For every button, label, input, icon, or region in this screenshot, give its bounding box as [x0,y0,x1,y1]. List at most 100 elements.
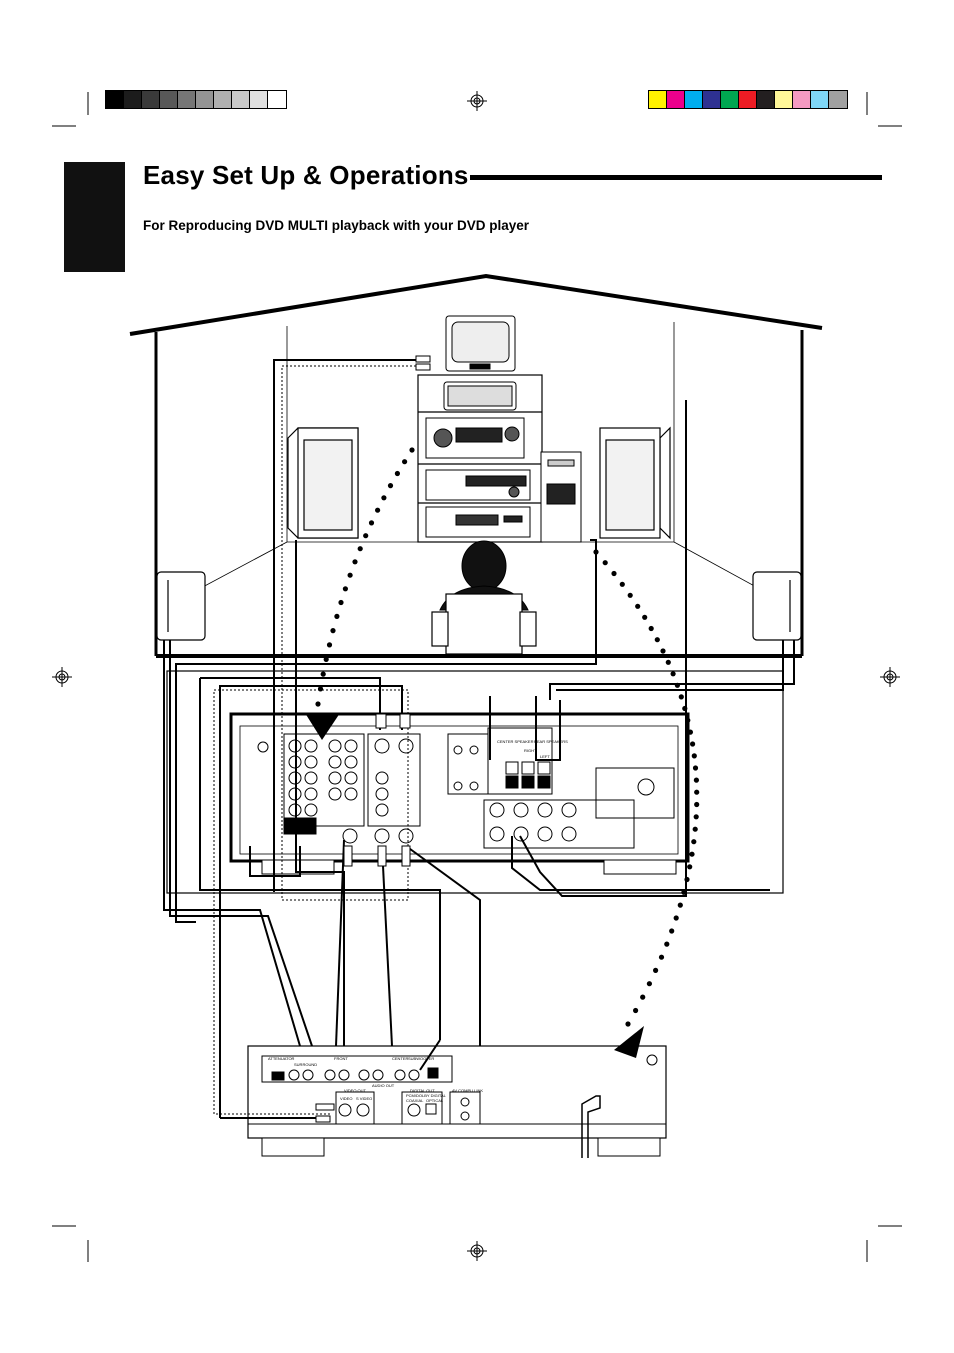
calibration-swatch [775,91,793,108]
trail-dot [691,753,697,759]
cassette-deck-front [425,469,531,501]
color-calibration-bar [648,90,848,109]
trail-dot [627,592,633,598]
trail-dot [685,717,691,723]
title-rule [470,175,882,180]
trail-dot [681,889,687,895]
calibration-swatch [721,91,739,108]
trail-dot [674,682,681,688]
calibration-swatch [142,91,160,108]
trail-dot [654,637,660,643]
trail-dot [690,741,696,747]
section-tab [64,162,125,272]
attenuator-label: ATTENUATOR [268,1056,295,1061]
trail-dot [633,1007,639,1014]
trail-dot [363,533,369,539]
calibration-swatch [268,91,286,108]
dvd-jacks [288,1069,470,1121]
subwoofer-label: SUBWOOFER [408,1056,434,1061]
trail-dot [689,851,695,857]
trail-dot [677,902,683,908]
trail-dot [347,572,353,578]
trail-dot [669,928,675,934]
trail-dot [640,994,646,1000]
trail-dot [381,495,387,501]
s-video-label: S VIDEO [356,1096,372,1101]
trail-dot [323,656,329,663]
trail-dot [670,671,676,677]
video-label: VIDEO [340,1096,352,1101]
subwoofer-tower [540,451,582,543]
tv-monitor [445,315,516,372]
dotted-trail-right [593,549,700,1027]
trail-dot [338,599,344,606]
trail-dot [646,981,653,987]
trail-dot [682,705,688,712]
front-label: FRONT [334,1056,348,1061]
trail-dot [635,603,641,609]
listener-silhouette [431,540,537,655]
trail-dot [694,789,700,795]
trail-dot [619,581,625,587]
calibration-swatch [124,91,142,108]
cables [163,359,795,1119]
power-cord [581,1095,601,1158]
optical-label: OPTICAL [426,1098,444,1103]
registration-mark-top [467,91,487,111]
trail-dot [625,1021,631,1027]
calibration-swatch [739,91,757,108]
rear-right-label: RIGHT [524,748,537,753]
front-left-speaker [287,427,359,539]
surround-label: SURROUND [294,1062,317,1067]
trail-dot [694,801,700,808]
center-speaker [443,381,517,411]
dvd-player-front [425,506,531,538]
center-speaker-label: CENTER SPEAKER [497,739,534,744]
calibration-swatch [232,91,250,108]
trail-dot [593,549,599,555]
calibration-swatch [106,91,124,108]
trail-dot [664,941,670,947]
trail-dot [387,483,394,489]
trail-dot [673,915,679,921]
calibration-swatch [178,91,196,108]
av-compu-link-label: AV COMPU LINK [452,1088,483,1093]
receiver-jacks [288,738,577,844]
trail-dot [317,686,324,692]
gray-calibration-bar [105,90,287,109]
trail-dot [402,459,408,465]
trail-dot [678,694,684,700]
crop-marks [52,92,902,1262]
page-subtitle: For Reproducing DVD MULTI playback with … [143,218,530,233]
dvd-rear-panel [247,1045,667,1157]
trail-dot [352,559,358,565]
trail-dot [684,876,690,883]
trail-dot [368,520,375,526]
trail-dot [357,546,363,552]
speaker-terminals [505,761,551,789]
calibration-swatch [811,91,829,108]
video-out-label: VIDEO OUT [344,1088,367,1093]
trail-dot [692,765,699,771]
trail-dot [693,777,700,783]
trail-dot [394,470,400,477]
rear-right-speaker [752,571,802,641]
page-title: Easy Set Up & Operations [143,160,469,190]
connection-arrow-dvd [614,1026,644,1058]
receiver-front [425,417,525,459]
calibration-swatch [250,91,268,108]
calibration-swatch [685,91,703,108]
trail-dot [342,586,348,592]
trail-dot [687,864,693,870]
trail-dot [375,507,381,513]
trail-dot [687,729,694,735]
trail-dot [315,701,321,707]
trail-dot [658,954,665,960]
trail-dot [409,447,415,453]
rear-left-speaker [156,571,206,641]
connection-arrow-receiver [305,713,340,740]
registration-mark-right [880,667,900,687]
front-right-speaker [599,426,671,540]
calibration-swatch [667,91,685,108]
